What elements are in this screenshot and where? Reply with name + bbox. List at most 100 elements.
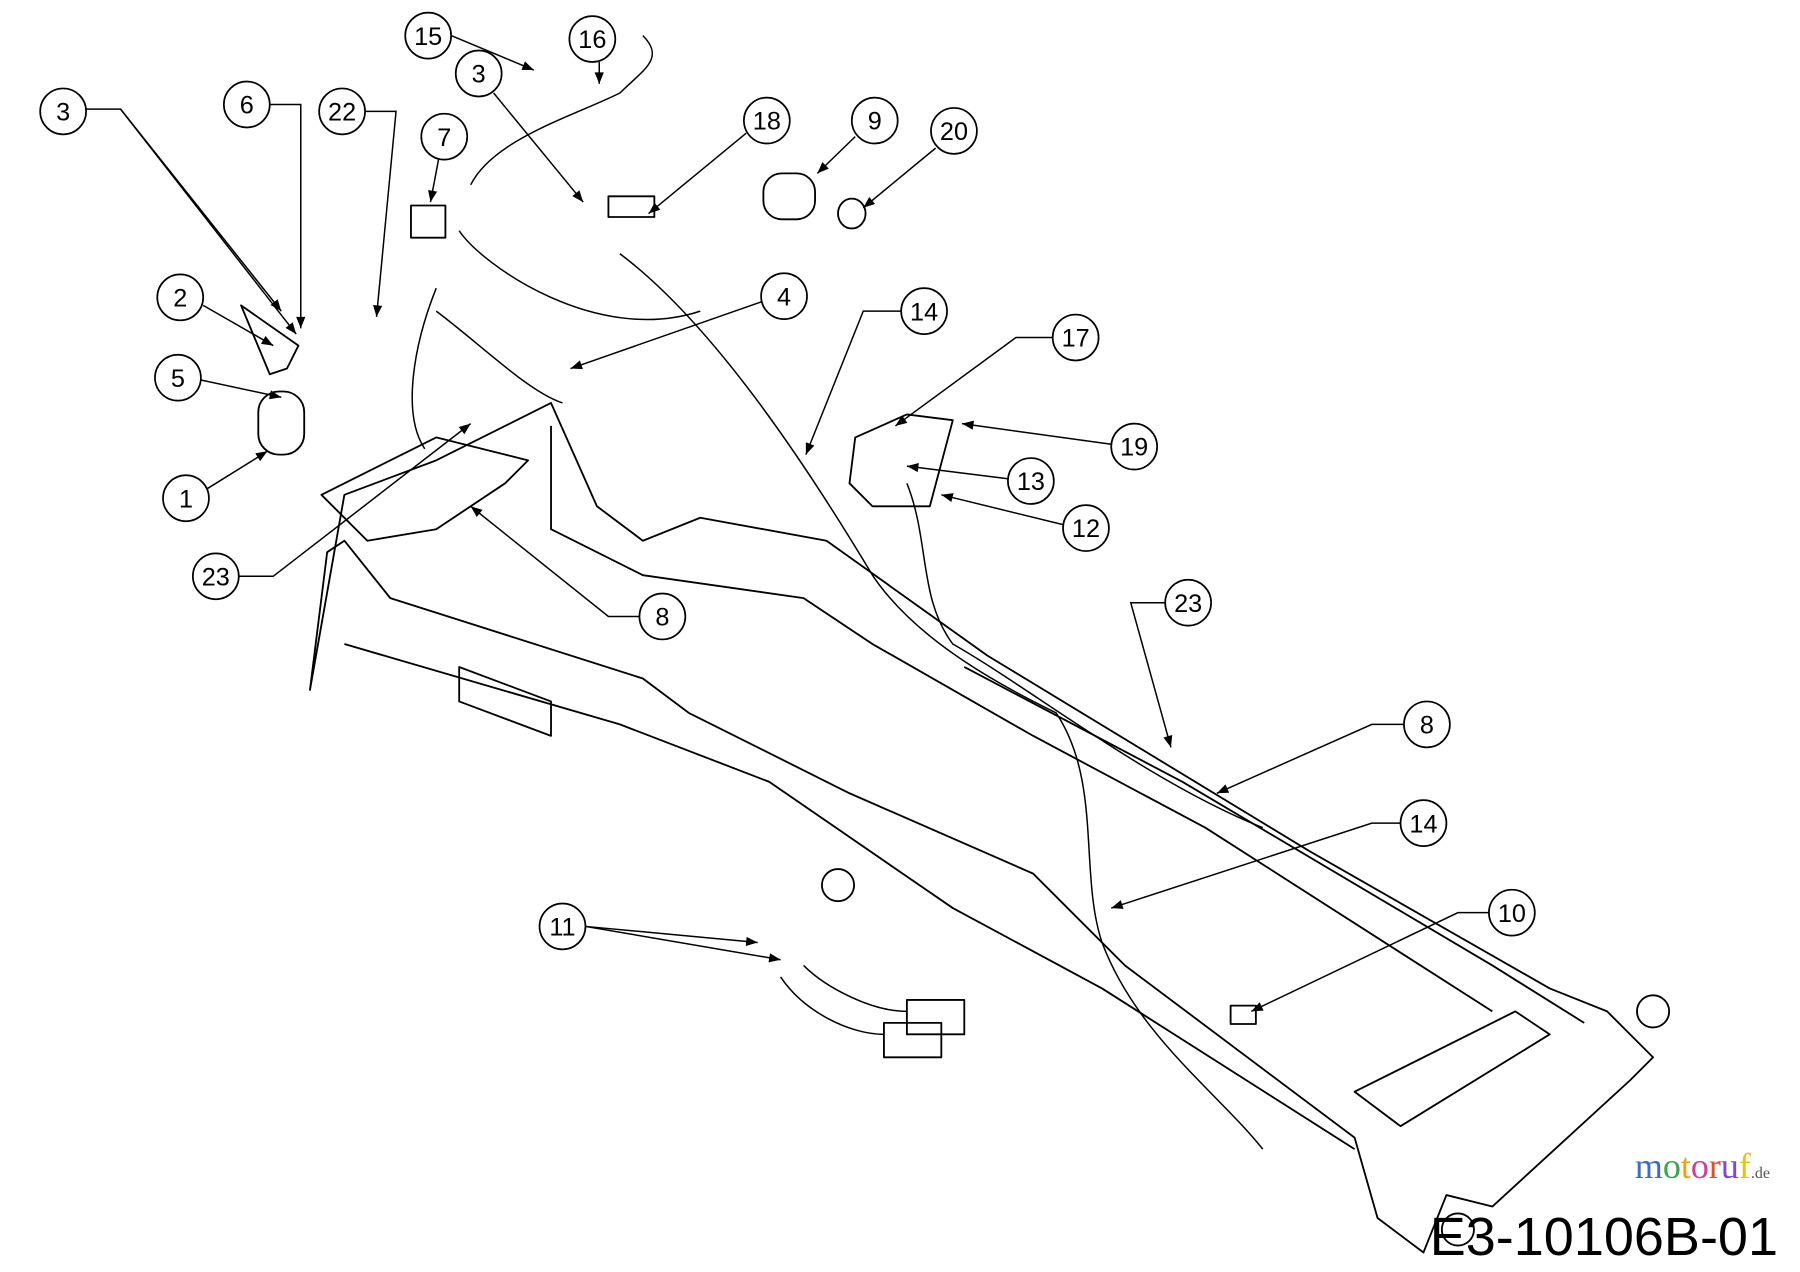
leader-line	[119, 108, 297, 335]
arrowhead	[572, 190, 584, 203]
part-callout[interactable]: 4	[760, 272, 808, 321]
part-callout[interactable]: 8	[1403, 700, 1451, 749]
part-callout[interactable]: 15	[404, 11, 453, 60]
leader-line	[493, 92, 584, 203]
part-callout[interactable]: 14	[900, 287, 948, 335]
arrowhead	[906, 462, 919, 473]
callout-circle	[1403, 700, 1451, 749]
part-callout[interactable]: 23	[191, 552, 240, 601]
arrowhead	[648, 202, 661, 214]
arrowhead	[941, 493, 954, 502]
leader-line	[894, 336, 1053, 427]
arrowhead	[521, 61, 534, 71]
callout-number: 13	[1017, 468, 1045, 496]
callout-number: 23	[1174, 590, 1202, 618]
leader-line	[1110, 822, 1401, 909]
leader-line	[470, 505, 640, 618]
leader-line	[805, 310, 902, 455]
part-callout[interactable]: 3	[39, 87, 87, 136]
arrowhead	[895, 415, 908, 426]
wiring-harness	[240, 35, 1264, 1150]
watermark-logo: motoruf.de	[1634, 1146, 1770, 1194]
callout-circle	[222, 80, 271, 129]
leader-line	[238, 423, 472, 578]
leader-line	[941, 494, 1064, 526]
part-callout[interactable]: 22	[318, 87, 366, 136]
part-callout[interactable]: 23	[1164, 578, 1212, 627]
arrowhead	[458, 423, 471, 435]
part-callout[interactable]: 7	[420, 112, 469, 161]
callout-number: 14	[1409, 810, 1437, 838]
callout-circle	[39, 87, 87, 136]
callout-circle	[1164, 578, 1212, 627]
part-callout[interactable]: 16	[568, 15, 617, 63]
callout-number: 4	[777, 283, 791, 311]
part-callout[interactable]: 8	[638, 592, 687, 641]
callout-circle	[454, 49, 503, 98]
leader-line	[202, 304, 274, 347]
callout-number: 19	[1120, 434, 1148, 462]
part-callout[interactable]: 17	[1051, 313, 1100, 362]
part-callout[interactable]: 14	[1399, 799, 1448, 847]
part-callout[interactable]: 19	[1110, 422, 1159, 471]
callout-number: 8	[1420, 712, 1434, 740]
callout-number: 12	[1072, 515, 1100, 543]
part-callout[interactable]: 9	[850, 96, 899, 145]
leader-line	[450, 34, 535, 71]
arrowhead	[745, 936, 758, 947]
arrowhead	[373, 305, 383, 317]
arrowhead	[255, 451, 268, 462]
arrowhead	[270, 299, 282, 312]
callout-number: 18	[753, 108, 781, 136]
callout-number: 10	[1498, 900, 1526, 928]
part-callout[interactable]: 12	[1062, 504, 1110, 552]
callout-circle	[930, 107, 978, 155]
callout-circle	[154, 353, 202, 402]
leader-line	[200, 379, 282, 398]
callout-circle	[318, 87, 366, 136]
part-callout[interactable]: 18	[743, 96, 791, 145]
callout-circle	[743, 96, 791, 145]
leader-lines	[86, 34, 1489, 1013]
arrowhead	[470, 506, 483, 518]
arrowhead	[260, 335, 274, 346]
callout-number: 14	[910, 298, 938, 326]
callout-circle	[568, 15, 617, 63]
part-callout[interactable]: 11	[538, 902, 587, 951]
callout-circle	[538, 902, 587, 951]
part-callout[interactable]: 2	[156, 273, 205, 322]
arrowhead	[1163, 735, 1173, 748]
callout-circle	[404, 11, 453, 60]
arrowhead	[768, 953, 781, 963]
callout-number: 3	[472, 61, 486, 89]
part-callout[interactable]: 3	[454, 49, 503, 98]
leader-line	[206, 450, 268, 490]
leader-line	[906, 465, 1009, 480]
arrowhead	[285, 322, 297, 335]
part-callout[interactable]: 10	[1488, 888, 1536, 937]
part-callout[interactable]: 20	[930, 107, 978, 155]
leader-line	[648, 132, 747, 215]
arrowhead	[805, 442, 815, 455]
callout-number: 22	[328, 99, 356, 127]
callout-circle	[420, 112, 469, 161]
part-callout[interactable]: 1	[162, 474, 210, 523]
callout-number: 3	[56, 99, 70, 127]
leader-line	[365, 110, 397, 317]
part-callout[interactable]: 6	[222, 80, 271, 129]
arrowhead	[269, 390, 282, 400]
callout-circle	[1007, 457, 1055, 505]
part-callout[interactable]: 13	[1007, 457, 1055, 505]
arrowhead	[863, 196, 876, 208]
part-callout[interactable]: 5	[154, 353, 202, 402]
callout-circle	[1062, 504, 1110, 552]
callout-circle	[1051, 313, 1100, 362]
callout-circle	[1488, 888, 1536, 937]
callout-circle	[638, 592, 687, 641]
callout-number: 7	[437, 124, 451, 152]
callout-circle	[1399, 799, 1448, 847]
callouts: 15 16 3 3 6 22 7 18 9 20 2 4 14 17 5 19 13 1 12 23 8 23 8 14 10 1…	[39, 11, 1536, 951]
arrowhead	[296, 316, 306, 329]
callout-circle	[156, 273, 205, 322]
